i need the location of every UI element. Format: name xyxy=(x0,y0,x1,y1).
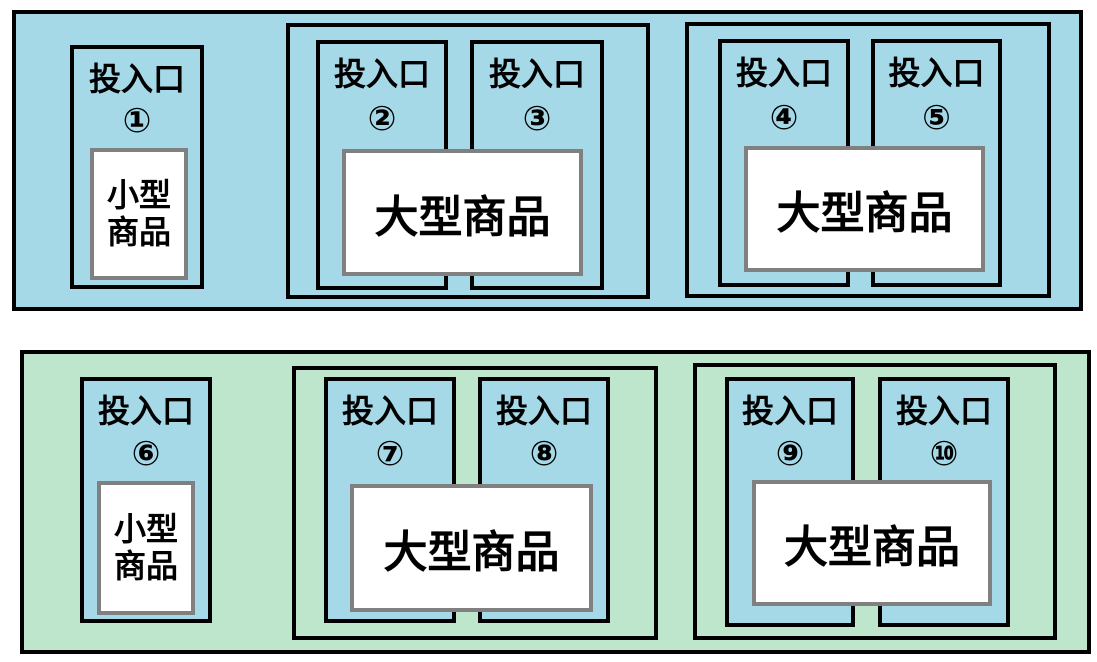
large-product-label: 大型商品 xyxy=(776,188,953,239)
slot-label: 投入口 xyxy=(735,54,832,92)
slot-number: ⑦ xyxy=(375,434,405,474)
slot-label: 投入口 xyxy=(895,392,992,430)
slot-number: ⑥ xyxy=(131,434,161,474)
slot-number: ③ xyxy=(522,99,552,139)
slot-label: 投入口 xyxy=(341,392,438,430)
slot-number: ④ xyxy=(769,98,799,138)
slot-group-2-3 xyxy=(286,23,650,299)
small-product-label: 小型商品 xyxy=(106,176,171,251)
large-product-label: 大型商品 xyxy=(383,527,560,578)
large-product-label: 大型商品 xyxy=(374,191,551,243)
slot-label: 投入口 xyxy=(333,55,430,93)
large-product-box: 大型商品 xyxy=(342,149,583,276)
slot-number: ⑨ xyxy=(775,434,805,474)
slot-label: 投入口 xyxy=(495,392,592,430)
small-product-box: 小型商品 xyxy=(97,481,195,615)
large-product-label: 大型商品 xyxy=(784,522,960,573)
slot-number: ⑧ xyxy=(529,434,559,474)
slot-label: 投入口 xyxy=(88,60,185,98)
large-product-box: 大型商品 xyxy=(752,480,992,606)
slot-number: ① xyxy=(122,101,152,141)
slot-label: 投入口 xyxy=(741,392,838,430)
small-product-label: 小型商品 xyxy=(113,510,178,585)
slot-group-4-5 xyxy=(685,22,1051,298)
slot-number: ② xyxy=(367,99,397,139)
slot-label: 投入口 xyxy=(97,392,194,430)
large-product-box: 大型商品 xyxy=(744,146,985,272)
slot-label: 投入口 xyxy=(888,54,985,92)
slot-number: ⑤ xyxy=(922,98,951,138)
large-product-box: 大型商品 xyxy=(350,484,593,612)
small-product-box: 小型商品 xyxy=(90,148,188,280)
slot-number: ⑩ xyxy=(929,434,959,474)
slot-label: 投入口 xyxy=(488,55,585,93)
slot-group-7-8 xyxy=(292,366,658,640)
slot-group-9-10 xyxy=(693,363,1057,640)
